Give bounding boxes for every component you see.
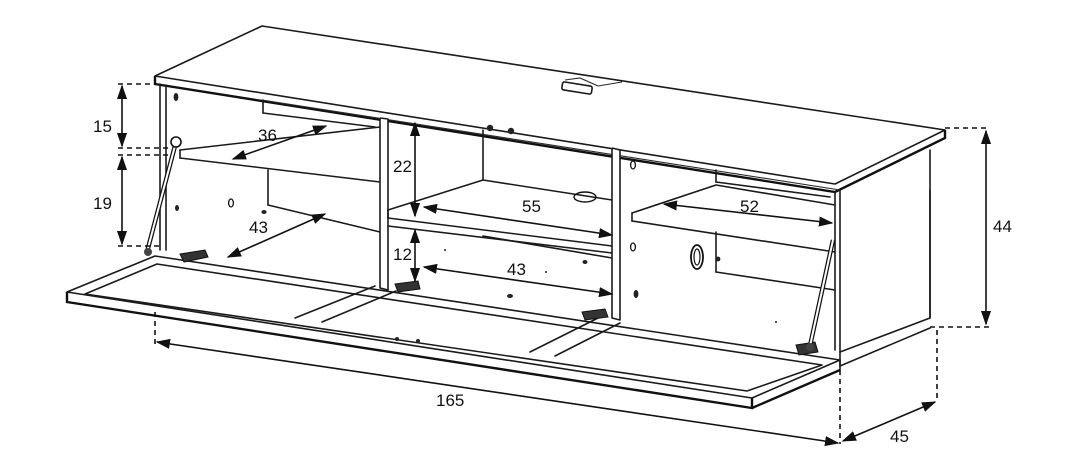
hinge-icon [179, 249, 209, 263]
dimension-arrow [422, 203, 614, 239]
dimension-arrow [662, 200, 834, 227]
label-overall-width: 165 [436, 391, 464, 410]
label-center-shelf-width: 55 [522, 197, 541, 216]
dimension-lines [116, 83, 992, 447]
hinge-icon [581, 308, 609, 321]
hinge-icon [394, 280, 421, 293]
dimension-arrow [841, 401, 937, 442]
label-left-shelf-depth: 36 [258, 126, 277, 145]
right-divider [611, 147, 621, 321]
right-compartment [629, 160, 836, 323]
label-center-floor-depth: 43 [507, 260, 526, 279]
label-right-shelf-width: 52 [740, 197, 759, 216]
cabinet-top [153, 25, 947, 194]
dimension-arrow [422, 263, 614, 298]
label-center-lower-height: 12 [393, 245, 412, 264]
dimension-labels: 15 19 36 43 22 12 55 43 52 44 165 45 [93, 117, 1012, 446]
dimension-arrow [226, 213, 327, 258]
label-overall-height: 44 [993, 217, 1012, 236]
label-left-floor-depth: 43 [249, 218, 268, 237]
gas-strut-left [144, 136, 182, 256]
label-overall-depth: 45 [890, 427, 909, 446]
label-center-upper-height: 22 [393, 157, 412, 176]
dimension-arrow [155, 338, 840, 447]
cable-port-icon [561, 81, 593, 95]
label-top-compartment-height: 15 [93, 117, 112, 136]
gas-strut-right [806, 239, 836, 351]
label-lower-compartment-height: 19 [93, 194, 112, 213]
dimension-arrow [231, 125, 328, 160]
left-divider [379, 117, 389, 291]
cabinet-body [159, 83, 931, 367]
